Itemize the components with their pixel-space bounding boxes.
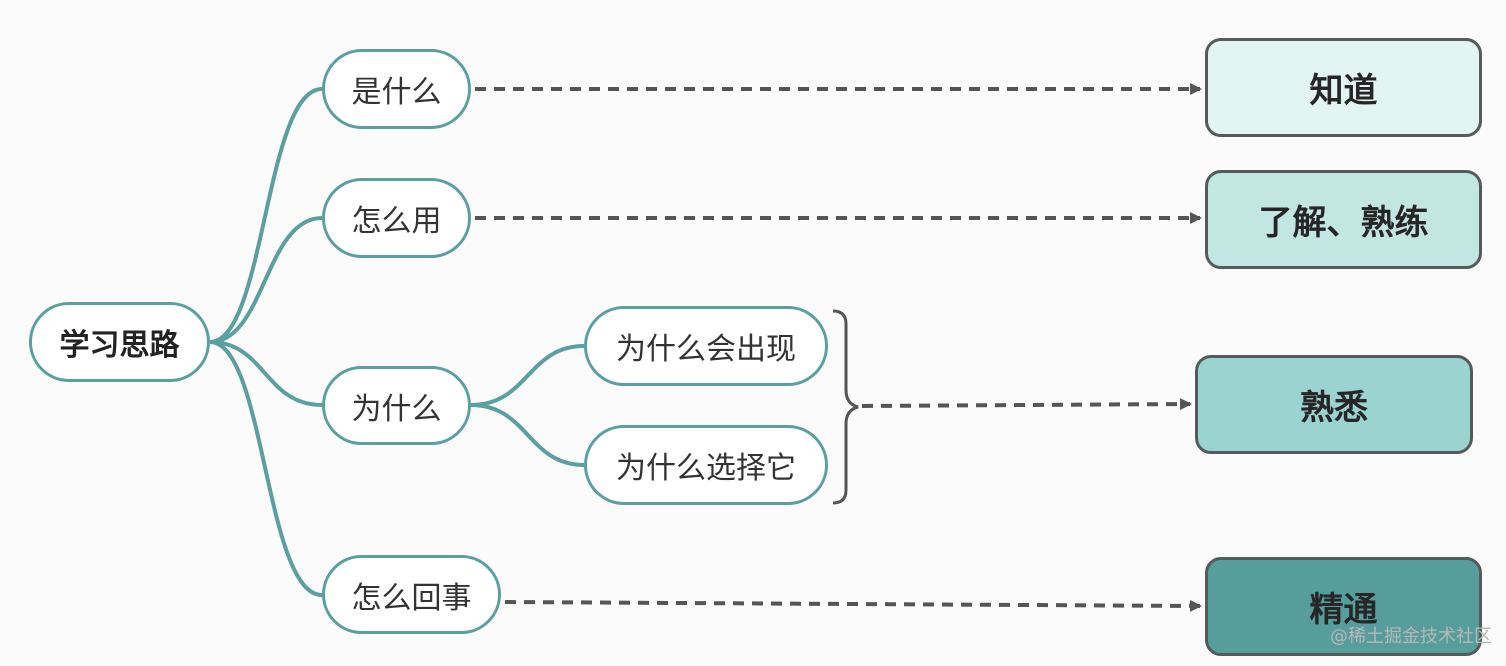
group-brace <box>832 309 859 505</box>
sub-branch-node-why-appear[interactable]: 为什么会出现 <box>584 306 828 386</box>
sub-connector-2 <box>470 403 585 467</box>
branch-node-what[interactable]: 是什么 <box>322 49 471 129</box>
level-box-master[interactable]: 精通 <box>1205 557 1482 656</box>
level-box-know[interactable]: 知道 <box>1205 38 1482 137</box>
branch-connector-4 <box>209 340 323 597</box>
branch-connector-3 <box>209 340 323 407</box>
branch-node-why[interactable]: 为什么 <box>322 366 471 445</box>
root-node[interactable]: 学习思路 <box>29 302 210 382</box>
sub-connector-1 <box>470 344 585 407</box>
watermark-text: @稀土掘金技术社区 <box>1330 626 1492 647</box>
branch-connector-1 <box>209 87 323 344</box>
sub-branch-node-why-choose[interactable]: 为什么选择它 <box>584 425 828 505</box>
branch-node-how-to-use[interactable]: 怎么用 <box>322 178 471 258</box>
branch-node-how-it-works[interactable]: 怎么回事 <box>322 555 501 634</box>
level-box-familiar[interactable]: 熟悉 <box>1195 355 1473 454</box>
branch-connector-2 <box>209 216 323 344</box>
arrow-to-level-3 <box>861 398 1192 411</box>
arrow-to-level-4 <box>504 599 1202 612</box>
level-box-understand[interactable]: 了解、熟练 <box>1205 170 1482 269</box>
